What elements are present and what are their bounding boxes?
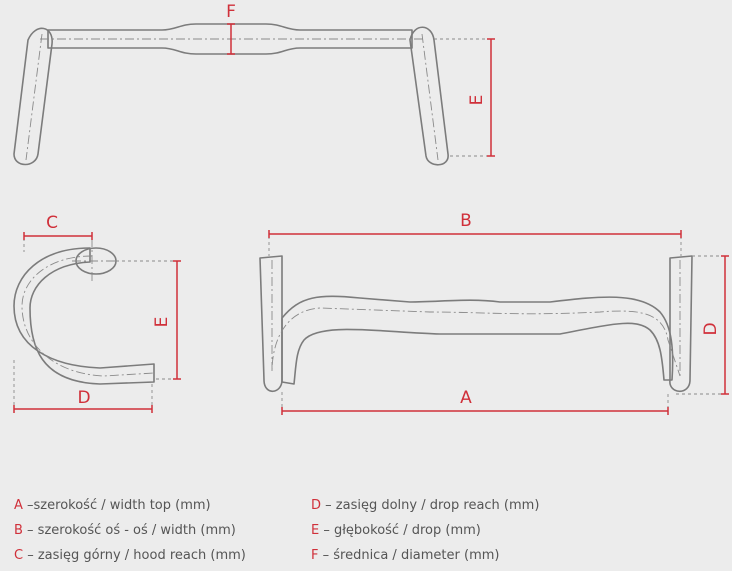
legend-letter-f: F [311,548,319,563]
dimension-c: C [23,213,93,240]
top-view-top-tube [47,23,413,55]
dimension-label-c: C [46,213,58,233]
dimension-d-side: D [13,388,153,413]
legend-text-b: – szerokość oś - oś / width (mm) [22,523,236,538]
legend-item-c: C – zasięg górny / hood reach (mm) [14,548,246,563]
legend-item-f: F – średnica / diameter (mm) [311,548,499,563]
dimension-d-front: D [701,255,729,395]
front-view-right-end [669,255,693,393]
top-view-left-drop [13,27,53,166]
legend-text-c: – zasięg górny / hood reach (mm) [23,548,246,563]
legend-text-e: – głębokość / drop (mm) [319,523,481,538]
front-view-main-bar [281,295,674,385]
dimension-label-d-front: D [701,322,721,335]
legend-text-a: –szerokość / width top (mm) [22,498,211,513]
dimension-label-e-top: E [467,95,487,106]
legend-text-d: – zasięg dolny / drop reach (mm) [321,498,540,513]
dimension-f-top: F [226,2,236,55]
dimension-label-b: B [460,211,472,231]
top-view: F E [13,2,495,166]
legend-item-a: A –szerokość / width top (mm) [14,498,211,513]
legend-item-d: D – zasięg dolny / drop reach (mm) [311,498,539,513]
legend-letter-e: E [311,523,320,538]
side-view: C E D [13,213,181,413]
legend-letter-d: D [311,498,322,513]
legend-item-e: E – głębokość / drop (mm) [311,523,481,538]
legend-text-f: – średnica / diameter (mm) [318,548,500,563]
dimension-e-top: E [467,38,495,157]
dimension-label-d-side: D [77,388,90,408]
dimension-b: B [268,211,682,238]
dimension-label-a: A [460,388,472,408]
front-view: B A D [259,211,729,415]
dimension-label-f: F [226,2,236,22]
legend-letter-b: B [14,523,23,538]
top-view-right-drop [409,26,449,166]
dimension-label-e-side: E [152,317,172,328]
legend-letter-c: C [14,548,24,563]
dimension-a: A [281,388,669,415]
dimension-e-side: E [152,260,181,380]
legend-letter-a: A [14,498,23,513]
legend-item-b: B – szerokość oś - oś / width (mm) [14,523,236,538]
side-view-drop-profile [13,247,155,385]
front-view-left-end [259,255,283,393]
